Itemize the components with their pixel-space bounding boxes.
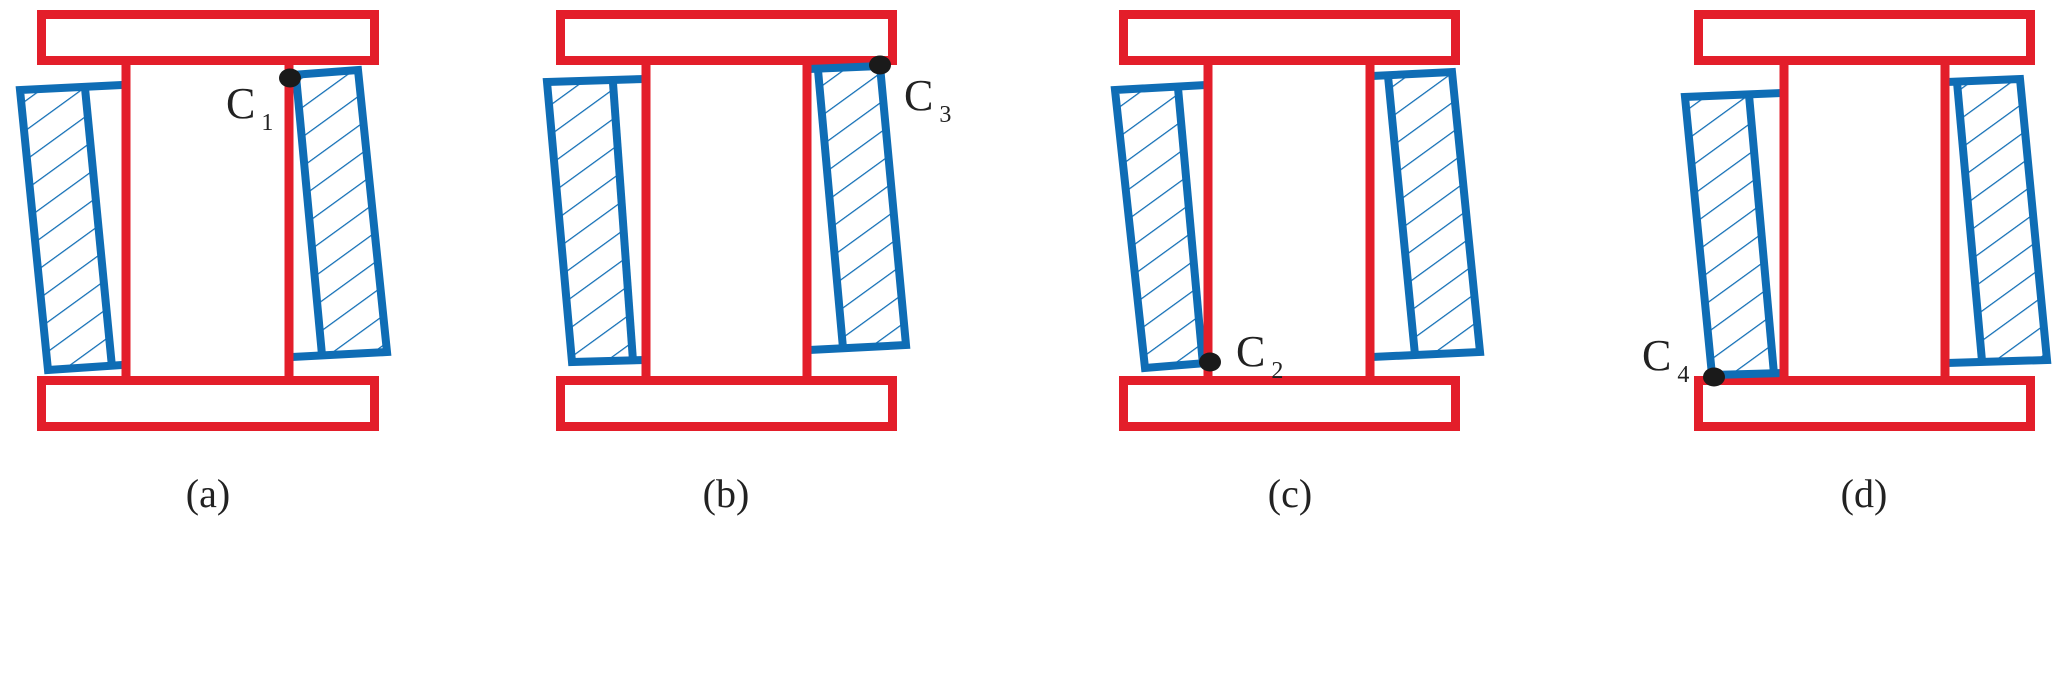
right-block-outline xyxy=(1946,74,2052,367)
left-block-divider xyxy=(1174,87,1207,366)
panel-caption-a: (a) xyxy=(185,471,231,516)
bottom-flange xyxy=(556,376,897,431)
left-block-outline xyxy=(1680,89,1783,380)
bottom-flange xyxy=(1119,376,1460,431)
panel-caption-d: (d) xyxy=(1840,471,1888,516)
right-block-outline xyxy=(291,65,392,361)
left-block-outline xyxy=(542,75,646,367)
left-block-outline xyxy=(1110,81,1207,373)
top-flange xyxy=(1119,10,1460,65)
contact-point-c3-marker xyxy=(869,55,891,75)
right-block-divider xyxy=(292,75,326,356)
contact-point-c2-marker xyxy=(1199,352,1221,372)
left-block-divider xyxy=(81,87,116,368)
left-block-divider xyxy=(1745,94,1778,375)
panel-caption-c: (c) xyxy=(1267,471,1313,516)
right-block-outline xyxy=(808,61,911,354)
left-block-divider xyxy=(609,82,637,362)
top-flange xyxy=(1694,10,2035,65)
right-block-divider xyxy=(1953,81,1986,362)
panel-caption-b: (b) xyxy=(702,471,750,516)
bottom-flange xyxy=(37,376,379,431)
left-block-outline xyxy=(15,81,123,375)
contact-point-c1-marker xyxy=(279,68,301,88)
top-flange xyxy=(37,10,379,65)
contact-point-c4-marker xyxy=(1703,367,1725,387)
right-block-divider xyxy=(814,69,847,349)
bottom-flange xyxy=(1694,376,2035,431)
right-block-outline xyxy=(1371,67,1485,361)
top-flange xyxy=(556,10,897,65)
right-block-divider xyxy=(1384,75,1419,356)
